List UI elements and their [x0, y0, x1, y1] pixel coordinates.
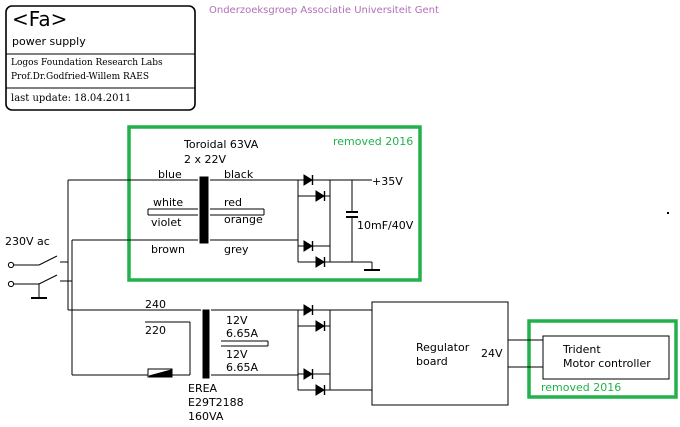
bridge-rectifier-1 — [297, 174, 372, 268]
capacitor-label: 10mF/40V — [357, 219, 414, 232]
last-update-label: last update: — [11, 93, 71, 104]
title-code: <Fa> — [12, 7, 68, 31]
bridge-rectifier-2 — [297, 304, 372, 396]
toroidal-transformer — [145, 176, 298, 244]
header-credit: Onderzoeksgroep Associatie Universiteit … — [209, 5, 439, 16]
tap-220-label: 220 — [145, 324, 166, 337]
wire-label-blue: blue — [158, 168, 182, 181]
removed-label-2: removed 2016 — [541, 381, 622, 394]
title-subtitle: power supply — [12, 35, 86, 48]
removed-label-1: removed 2016 — [333, 135, 414, 148]
wire-label-brown: brown — [151, 243, 185, 256]
secondary-1-current: 6.65A — [226, 327, 259, 340]
org-line-2: Prof.Dr.Godfried-Willem RAES — [11, 72, 150, 82]
secondary-2-voltage: 12V — [226, 348, 248, 361]
wire-label-violet: violet — [151, 216, 182, 229]
mains-fuse — [147, 368, 173, 378]
regulator-label-1: Regulator — [416, 341, 470, 354]
wire-label-red: red — [224, 196, 243, 209]
wire-label-black: black — [224, 168, 254, 181]
regulator-output-wires — [508, 339, 543, 368]
motor-label-2: Motor controller — [563, 357, 651, 370]
toroidal-name: Toroidal 63VA — [184, 138, 259, 151]
mains-input-contacts — [7, 261, 47, 299]
filter-capacitor — [346, 180, 358, 262]
stray-mark — [667, 212, 669, 214]
toroidal-rating: 2 x 22V — [184, 153, 227, 166]
tap-240-label: 240 — [145, 298, 166, 311]
motor-label-1: Trident — [563, 343, 601, 356]
wire-label-white: white — [153, 196, 184, 209]
erea-transformer — [145, 309, 298, 379]
mains-switch — [38, 255, 72, 285]
regulator-output-label: 24V — [481, 347, 503, 360]
regulator-board-box — [371, 301, 509, 406]
transformer2-part: E29T2188 — [188, 396, 244, 409]
removed-frame-1 — [127, 125, 422, 282]
mains-wiring — [67, 179, 190, 376]
transformer2-maker: EREA — [188, 382, 218, 395]
transformer2-va: 160VA — [188, 410, 224, 423]
org-line-1: Logos Foundation Research Labs — [11, 58, 163, 68]
regulator-label-2: board — [416, 355, 448, 368]
wire-label-orange: orange — [224, 213, 263, 226]
ground-symbol — [364, 262, 380, 271]
wire-label-grey: grey — [224, 243, 249, 256]
removed-frame-2 — [527, 319, 678, 399]
secondary-1-voltage: 12V — [226, 314, 248, 327]
motor-controller-box — [542, 335, 670, 380]
mains-label: 230V ac — [5, 235, 50, 248]
title-block-frame — [5, 5, 196, 111]
output-voltage-label: +35V — [372, 175, 403, 188]
secondary-2-current: 6.65A — [226, 361, 259, 374]
last-update-date: 18.04.2011 — [74, 93, 132, 104]
